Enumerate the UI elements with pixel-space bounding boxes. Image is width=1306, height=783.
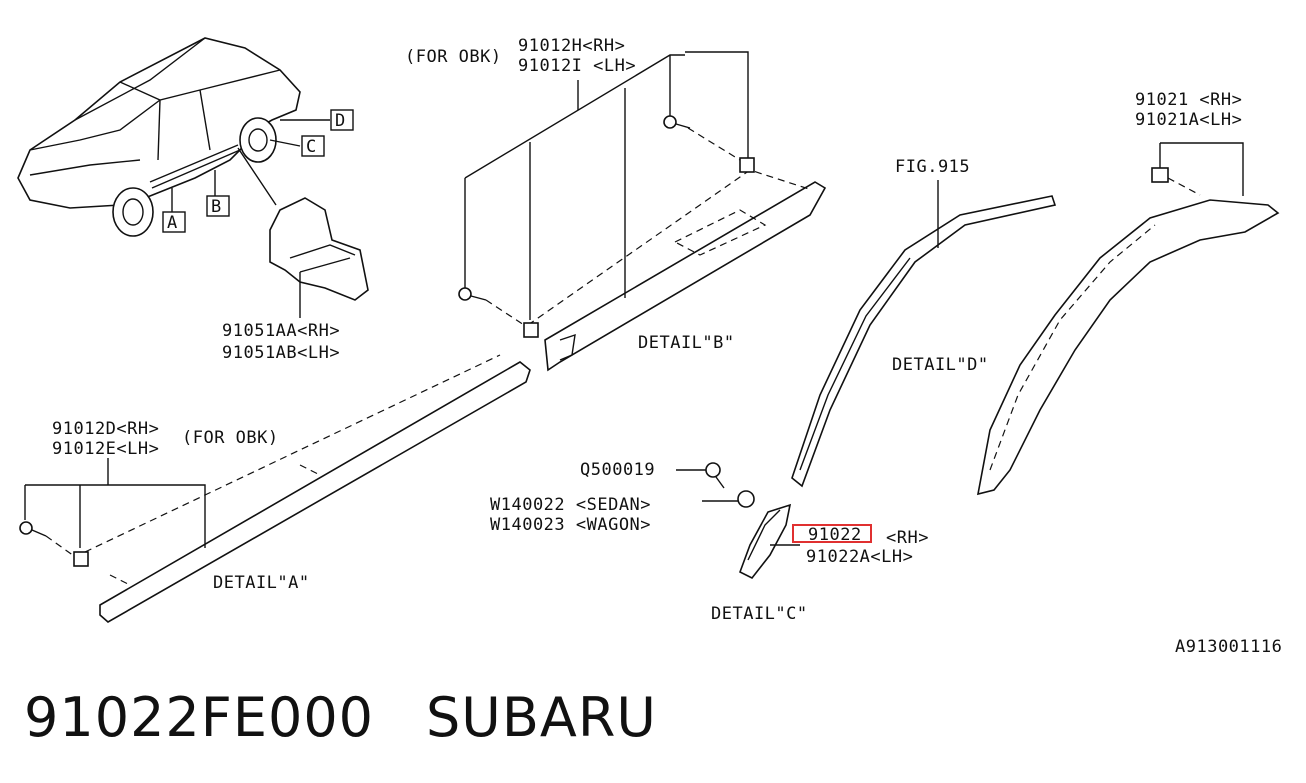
callout-91022[interactable]: 91022 — [808, 525, 862, 545]
caption-detail-d: DETAIL"D" — [892, 355, 989, 375]
callout-91022-rh: <RH> — [886, 528, 929, 548]
callout-91021a: 91021A<LH> — [1135, 110, 1242, 130]
callout-91022a: 91022A<LH> — [806, 547, 913, 567]
diagram-code: A913001116 — [1175, 637, 1282, 657]
highlight-box — [792, 524, 872, 543]
parts-diagram: D C B A 91051AA<RH> 91051AB<LH> (FOR OBK… — [17, 36, 1282, 657]
callout-91012i: 91012I <LH> — [518, 56, 636, 76]
callout-91021: 91021 <RH> — [1135, 90, 1242, 110]
detail-b-panel — [458, 51, 827, 372]
clip-illustration — [269, 197, 369, 318]
caption-detail-a: DETAIL"A" — [213, 573, 310, 593]
brand-name: SUBARU — [426, 685, 657, 749]
callout-91051ab: 91051AB<LH> — [222, 343, 340, 363]
view-label-a: A — [167, 213, 178, 233]
caption-detail-b: DETAIL"B" — [638, 333, 735, 353]
view-letter-boxes: D C B A — [162, 109, 354, 233]
callout-91051aa: 91051AA<RH> — [222, 321, 340, 341]
callout-91012d: 91012D<RH> — [52, 419, 159, 439]
caption-detail-c: DETAIL"C" — [711, 604, 808, 624]
view-label-b: B — [211, 197, 222, 217]
view-label-d: D — [335, 111, 346, 131]
detail-c-flap — [676, 462, 800, 580]
callout-q500019: Q500019 — [580, 460, 655, 480]
title-bar: 91022FE000 SUBARU — [24, 682, 657, 752]
fender-arch-trim — [791, 180, 1057, 488]
callout-fig-915: FIG.915 — [895, 157, 970, 177]
view-label-c: C — [306, 137, 317, 157]
detail-a-molding — [19, 354, 531, 623]
detail-d-arch-molding — [976, 142, 1280, 496]
callout-w140022: W140022 <SEDAN> — [490, 495, 651, 515]
callout-for-obk-a: (FOR OBK) — [182, 428, 279, 448]
callout-w140023: W140023 <WAGON> — [490, 515, 651, 535]
car-illustration — [17, 37, 330, 237]
part-number: 91022FE000 — [24, 685, 375, 749]
callout-for-obk-b: (FOR OBK) — [405, 47, 502, 67]
callout-91012e: 91012E<LH> — [52, 439, 159, 459]
callout-91012h: 91012H<RH> — [518, 36, 625, 56]
